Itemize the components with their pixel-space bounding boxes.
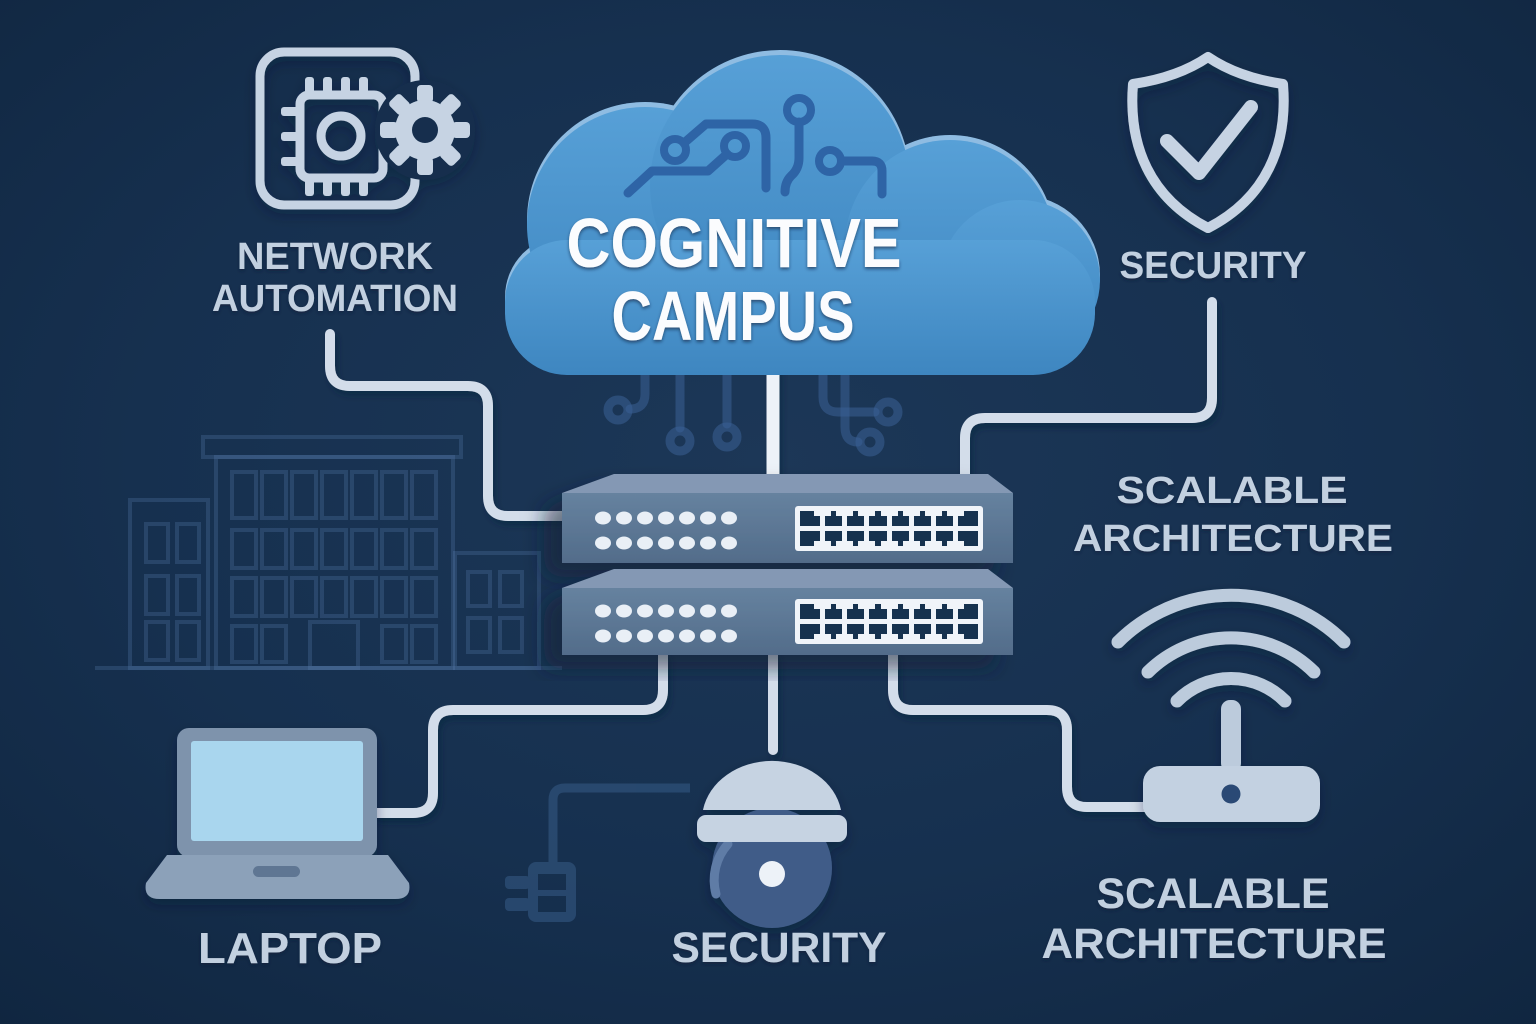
line-switch-to-router <box>888 650 1150 812</box>
line-security-to-switch <box>960 297 1217 489</box>
switch-2-leds <box>595 604 737 643</box>
checkmark-icon <box>1160 100 1258 180</box>
router-led <box>1221 784 1241 804</box>
camera-band <box>697 815 847 842</box>
laptop-icon <box>145 728 410 899</box>
label-security-top: SECURITY <box>1120 245 1307 287</box>
cloud-title-line1: COGNITIVE <box>567 204 902 282</box>
cloud-circuit-traces <box>623 94 887 199</box>
line-network-automation-to-switch <box>325 329 571 521</box>
wifi-signal-icon <box>1111 588 1351 708</box>
shield-check-icon <box>1127 52 1289 233</box>
dome-camera-icon <box>697 760 847 928</box>
circuit-traces-background <box>603 367 903 457</box>
chip-gear-icon <box>255 47 475 210</box>
label-scalable-bottom-line2: ARCHITECTURE <box>1042 920 1387 968</box>
label-security-bottom: SECURITY <box>672 924 887 972</box>
router-antenna <box>1221 700 1241 772</box>
switch-2-port-block <box>795 599 983 644</box>
network-switch-2 <box>562 569 1013 655</box>
camera-lens <box>759 861 785 887</box>
gear-icon <box>375 80 475 180</box>
laptop-screen <box>191 741 363 841</box>
label-scalable-right-line2: ARCHITECTURE <box>1073 518 1393 560</box>
label-network-automation-line2: AUTOMATION <box>212 278 458 320</box>
wifi-router-icon <box>1111 588 1351 822</box>
label-laptop: LAPTOP <box>198 924 382 973</box>
label-scalable-bottom-line1: SCALABLE <box>1097 870 1330 918</box>
switch-1-leds <box>595 511 737 550</box>
label-network-automation-line1: NETWORK <box>237 236 434 278</box>
laptop-trackpad <box>253 866 300 877</box>
label-scalable-right-line1: SCALABLE <box>1117 470 1348 512</box>
cloud-icon: COGNITIVE CAMPUS <box>505 50 1100 375</box>
cloud-title-line2: CAMPUS <box>612 277 855 355</box>
power-plug-outline <box>505 783 690 922</box>
connector-lines <box>325 297 1217 818</box>
line-switch-to-laptop <box>372 650 668 818</box>
camera-dome <box>703 760 841 810</box>
network-switch-1 <box>562 474 1013 563</box>
campus-building-outline <box>95 435 562 670</box>
switch-1-port-block <box>795 506 983 551</box>
